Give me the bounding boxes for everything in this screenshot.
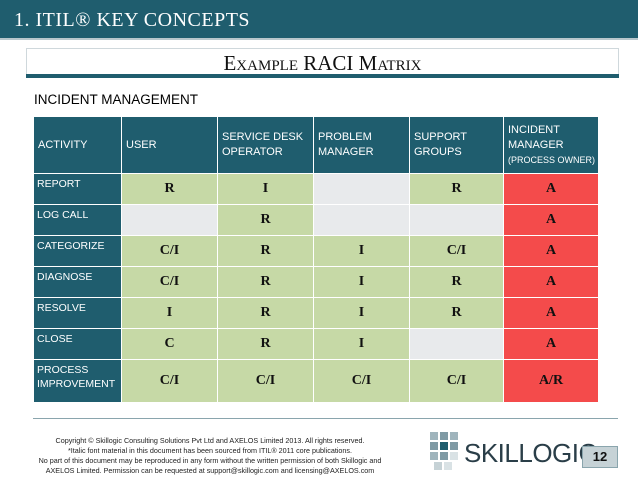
raci-cell: C/I bbox=[121, 359, 218, 403]
raci-cell: C/I bbox=[409, 235, 504, 267]
subtitle-box: Example RACI Matrix bbox=[26, 48, 619, 77]
activity-cell: REPORT bbox=[33, 173, 122, 205]
raci-cell: R bbox=[121, 173, 218, 205]
raci-cell: R bbox=[409, 297, 504, 329]
raci-cell bbox=[121, 204, 218, 236]
table-row: LOG CALL R A bbox=[33, 204, 599, 236]
table-row: REPORT R I R A bbox=[33, 173, 599, 205]
raci-cell bbox=[409, 328, 504, 360]
activity-cell: CATEGORIZE bbox=[33, 235, 122, 267]
raci-cell bbox=[409, 204, 504, 236]
activity-cell: RESOLVE bbox=[33, 297, 122, 329]
raci-cell: R bbox=[217, 266, 314, 298]
raci-cell: C/I bbox=[217, 359, 314, 403]
raci-cell: R bbox=[409, 173, 504, 205]
raci-cell: I bbox=[313, 328, 410, 360]
header-cell: ACTIVITY bbox=[33, 116, 122, 174]
page-number: 12 bbox=[582, 446, 618, 468]
raci-cell: R bbox=[409, 266, 504, 298]
raci-cell: C/I bbox=[409, 359, 504, 403]
raci-cell: R bbox=[217, 297, 314, 329]
logo-text: SKILLOGIC bbox=[464, 438, 597, 468]
header-cell: USER bbox=[121, 116, 218, 174]
raci-cell: R bbox=[217, 328, 314, 360]
skillogic-logo: SKILLOGIC bbox=[428, 430, 597, 472]
raci-cell: A bbox=[503, 328, 599, 360]
raci-cell: A bbox=[503, 266, 599, 298]
logo-squares-icon bbox=[430, 432, 458, 470]
raci-cell: C/I bbox=[121, 235, 218, 267]
copyright-notice: Copyright © Skillogic Consulting Solutio… bbox=[38, 436, 382, 475]
activity-cell: CLOSE bbox=[33, 328, 122, 360]
activity-cell: LOG CALL bbox=[33, 204, 122, 236]
raci-cell: A bbox=[503, 204, 599, 236]
subtitle-underline bbox=[26, 74, 619, 78]
raci-cell: A bbox=[503, 173, 599, 205]
raci-cell: I bbox=[313, 297, 410, 329]
raci-cell: C bbox=[121, 328, 218, 360]
raci-cell: C/I bbox=[121, 266, 218, 298]
subtitle: Example RACI Matrix bbox=[223, 51, 422, 75]
section-label: INCIDENT MANAGEMENT bbox=[34, 92, 199, 107]
table-row: CLOSE C R I A bbox=[33, 328, 599, 360]
raci-cell: I bbox=[121, 297, 218, 329]
raci-cell: A/R bbox=[503, 359, 599, 403]
raci-cell bbox=[313, 173, 410, 205]
header-bar: 1. ITIL® KEY CONCEPTS bbox=[0, 0, 638, 40]
raci-cell: C/I bbox=[313, 359, 410, 403]
raci-cell: R bbox=[217, 235, 314, 267]
raci-cell: I bbox=[313, 235, 410, 267]
table-row: DIAGNOSE C/I R I R A bbox=[33, 266, 599, 298]
raci-cell: A bbox=[503, 297, 599, 329]
raci-cell: A bbox=[503, 235, 599, 267]
table-row: RESOLVE I R I R A bbox=[33, 297, 599, 329]
footer-divider bbox=[33, 418, 618, 419]
activity-cell: DIAGNOSE bbox=[33, 266, 122, 298]
raci-cell: I bbox=[313, 266, 410, 298]
raci-cell: R bbox=[217, 204, 314, 236]
table-row: CATEGORIZE C/I R I C/I A bbox=[33, 235, 599, 267]
raci-cell bbox=[313, 204, 410, 236]
page-title: 1. ITIL® KEY CONCEPTS bbox=[14, 9, 251, 31]
raci-cell: I bbox=[217, 173, 314, 205]
